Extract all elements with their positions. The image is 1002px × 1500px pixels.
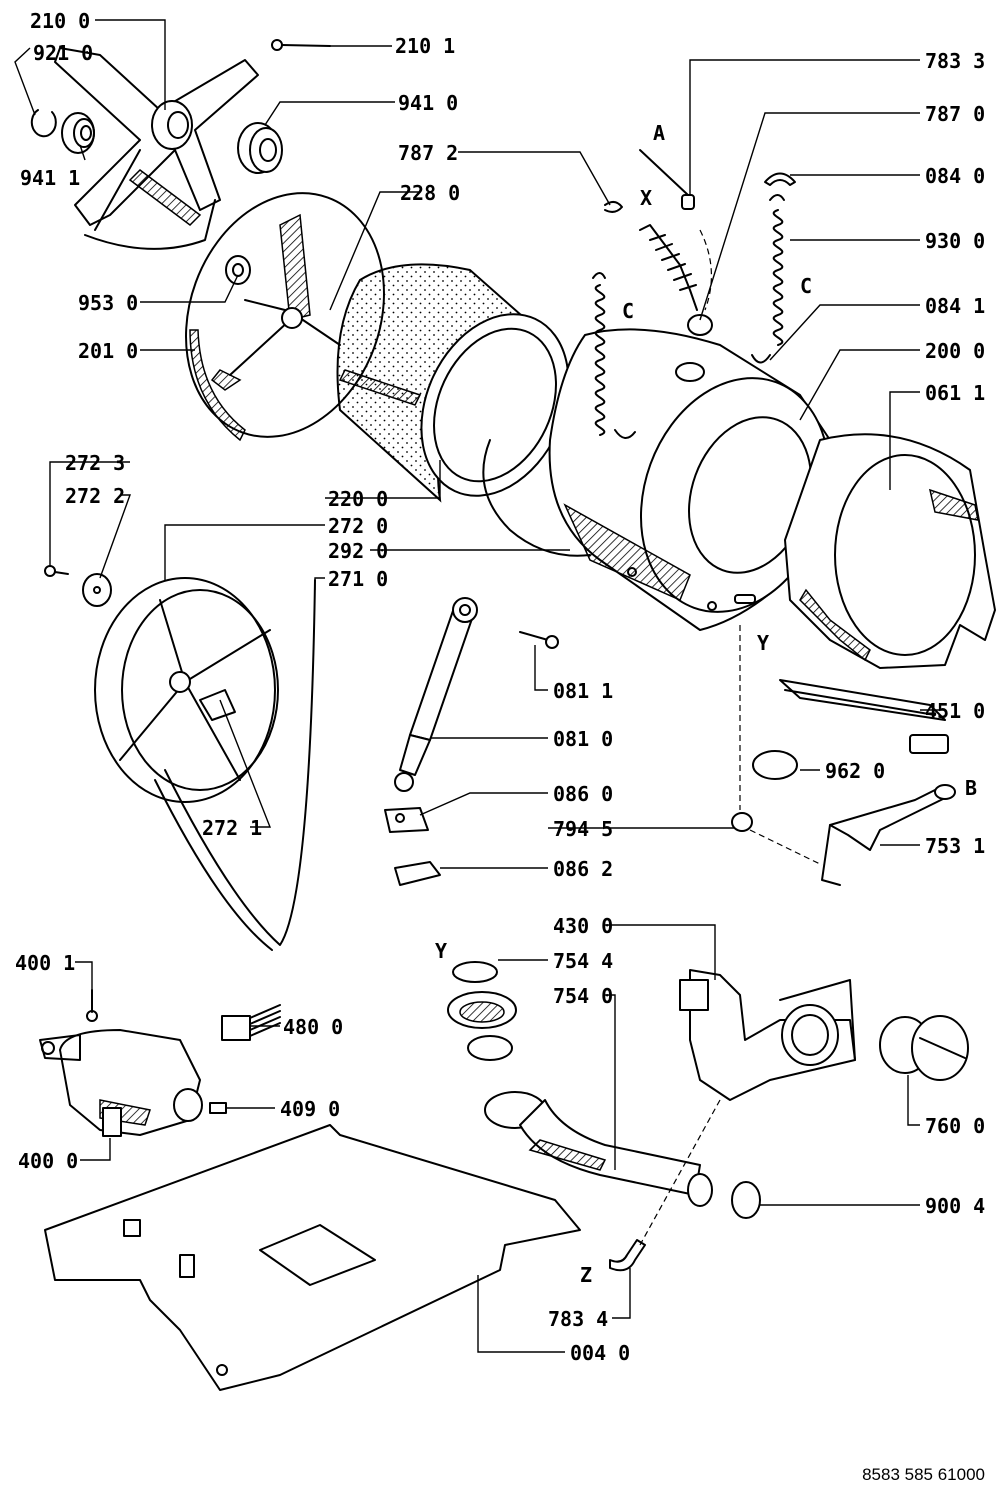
- label-754-0: 754 0: [553, 984, 613, 1008]
- pulley-272-0: [94, 577, 279, 803]
- label-004-0: 004 0: [570, 1341, 630, 1365]
- tub-spring-left: [592, 272, 636, 439]
- label-220-0: 220 0: [328, 487, 388, 511]
- label-783-4: 783 4: [548, 1307, 608, 1331]
- label-271-0: 271 0: [328, 567, 388, 591]
- label-272-3: 272 3: [65, 451, 125, 475]
- label-783-3: 783 3: [925, 49, 985, 73]
- spring-hook-084-0: [764, 172, 796, 186]
- bearing-941-0: [237, 122, 283, 174]
- clamp-900-4: [731, 1181, 761, 1219]
- label-400-0: 400 0: [18, 1149, 78, 1173]
- label-409-0: 409 0: [280, 1097, 340, 1121]
- washer-272-2: [82, 573, 112, 607]
- leader-lines: [14, 19, 945, 1353]
- base-tray-004-0: [44, 1124, 581, 1391]
- part-labels: 210 0 921 0 941 1 210 1 941 0 228 0 953 …: [15, 9, 985, 1365]
- label-272-2: 272 2: [65, 484, 125, 508]
- label-086-0: 086 0: [553, 782, 613, 806]
- label-272-1: 272 1: [202, 816, 262, 840]
- label-200-0: 200 0: [925, 339, 985, 363]
- marker-b: B: [965, 776, 977, 800]
- label-941-1: 941 1: [20, 166, 80, 190]
- bolt-210-1: [271, 39, 331, 51]
- belt-271-0: [154, 579, 316, 951]
- label-430-0: 430 0: [553, 914, 613, 938]
- label-292-0: 292 0: [328, 539, 388, 563]
- label-930-0: 930 0: [925, 229, 985, 253]
- motor-400-0: [39, 1029, 203, 1137]
- label-400-1: 400 1: [15, 951, 75, 975]
- connector-480-0: [221, 1004, 281, 1041]
- label-921-0: 921 0: [33, 41, 93, 65]
- connection-lines: [639, 229, 823, 1246]
- front-panel-061-1: [784, 433, 996, 669]
- marker-c-right: C: [800, 274, 812, 298]
- circlip-921-0: [30, 109, 57, 138]
- label-794-5: 794 5: [553, 817, 613, 841]
- bearing-941-1: [61, 112, 95, 154]
- label-953-0: 953 0: [78, 291, 138, 315]
- label-084-0: 084 0: [925, 164, 985, 188]
- marker-y-tub: Y: [757, 631, 769, 655]
- sensor-962-0: [752, 750, 798, 780]
- drum-seal-ring-292: [482, 439, 591, 557]
- drawing-code: 8583 585 61000: [862, 1465, 985, 1484]
- bracket-086-0: [384, 807, 429, 833]
- label-754-4: 754 4: [553, 949, 613, 973]
- label-753-1: 753 1: [925, 834, 985, 858]
- filter-760-0: [879, 1015, 969, 1081]
- label-272-0: 272 0: [328, 514, 388, 538]
- outer-tub: [548, 328, 833, 631]
- clip-787-2: [604, 201, 623, 213]
- label-228-0: 228 0: [400, 181, 460, 205]
- drain-pump-430-0: [679, 969, 856, 1101]
- pipe-783-4: [609, 1239, 646, 1272]
- label-900-4: 900 4: [925, 1194, 985, 1218]
- shock-pin-081-1: [519, 631, 559, 649]
- label-084-1: 084 1: [925, 294, 985, 318]
- label-081-0: 081 0: [553, 727, 613, 751]
- bracket-086-2: [394, 861, 441, 886]
- label-061-1: 061 1: [925, 381, 985, 405]
- marker-c-left: C: [622, 299, 634, 323]
- terminal-409-0: [209, 1102, 227, 1114]
- label-210-0: 210 0: [30, 9, 90, 33]
- marker-y-seal: Y: [435, 939, 447, 963]
- label-201-0: 201 0: [78, 339, 138, 363]
- seal-ring-754-4: [452, 961, 498, 983]
- sensor-pipe-783-3: [639, 149, 695, 210]
- drum-back-plate: [185, 192, 385, 442]
- marker-z: Z: [580, 1263, 592, 1287]
- label-760-0: 760 0: [925, 1114, 985, 1138]
- label-081-1: 081 1: [553, 679, 613, 703]
- pulley-bolt-272-3: [44, 565, 69, 577]
- label-210-1: 210 1: [395, 34, 455, 58]
- marker-x: X: [640, 186, 652, 210]
- plug-794-5: [731, 812, 753, 832]
- hose-support-753-1: [821, 784, 956, 886]
- spring-930-0: [751, 194, 785, 364]
- label-451-0: 451 0: [925, 699, 985, 723]
- pressure-hose-787-0: [639, 224, 713, 336]
- drum-cross-spider: [54, 47, 259, 250]
- heater-451-0: [779, 679, 949, 754]
- label-480-0: 480 0: [283, 1015, 343, 1039]
- label-941-0: 941 0: [398, 91, 458, 115]
- label-787-0: 787 0: [925, 102, 985, 126]
- label-086-2: 086 2: [553, 857, 613, 881]
- marker-a: A: [653, 121, 665, 145]
- shock-absorber-081-0: [394, 597, 478, 792]
- label-962-0: 962 0: [825, 759, 885, 783]
- inner-drum: [336, 263, 570, 503]
- connection-markers: A X C C Y B Y Z: [435, 121, 977, 1287]
- sump-hose-754-0: [447, 991, 713, 1207]
- screw-400-1: [86, 989, 98, 1022]
- label-787-2: 787 2: [398, 141, 458, 165]
